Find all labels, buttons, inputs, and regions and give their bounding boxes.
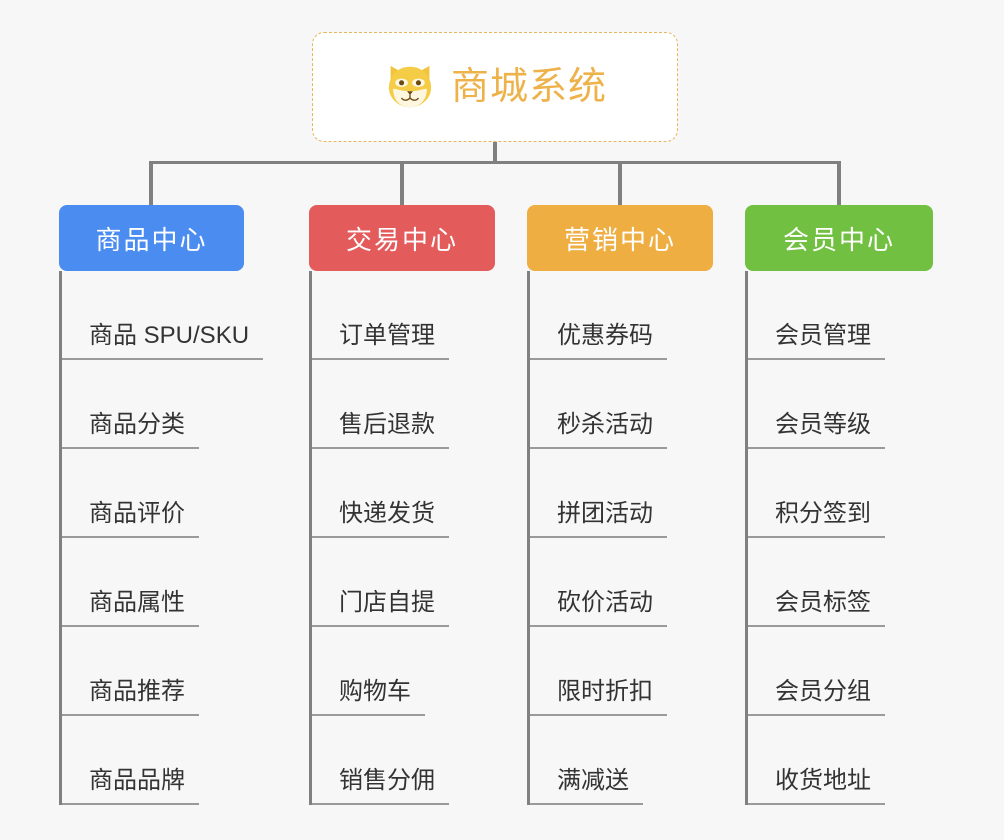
branch-header-1-label: 商品中心 (95, 224, 208, 255)
connector-drop-1 (149, 161, 153, 207)
list-item-label: 订单管理 (312, 324, 449, 360)
list-item-label: 限时折扣 (530, 680, 667, 716)
branch-items-2: 订单管理 售后退款 快递发货 门店自提 购物车 销售分佣 (309, 271, 517, 805)
branch-column-3: 营销中心 优惠券码 秒杀活动 拼团活动 砍价活动 限时折扣 满减送 (527, 205, 735, 805)
list-item[interactable]: 满减送 (530, 716, 735, 805)
list-item-label: 积分签到 (748, 502, 885, 538)
list-item[interactable]: 商品品牌 (62, 716, 289, 805)
list-item-label: 商品评价 (62, 502, 199, 538)
branch-items-4: 会员管理 会员等级 积分签到 会员标签 会员分组 收货地址 (745, 271, 953, 805)
root-title: 商城系统 (450, 66, 607, 108)
list-item-label: 砍价活动 (530, 591, 667, 627)
list-item-label: 收货地址 (748, 769, 885, 805)
list-item[interactable]: 砍价活动 (530, 538, 735, 627)
list-item[interactable]: 商品分类 (62, 360, 289, 449)
connector-root-stem (493, 142, 497, 164)
list-item-label: 会员分组 (748, 680, 885, 716)
list-item-label: 秒杀活动 (530, 413, 667, 449)
list-item[interactable]: 商品属性 (62, 538, 289, 627)
list-item[interactable]: 会员分组 (748, 627, 953, 716)
branch-column-4: 会员中心 会员管理 会员等级 积分签到 会员标签 会员分组 收货地址 (745, 205, 953, 805)
list-item-label: 商品品牌 (62, 769, 199, 805)
list-item-label: 商品推荐 (62, 680, 199, 716)
list-item[interactable]: 会员标签 (748, 538, 953, 627)
list-item-label: 会员等级 (748, 413, 885, 449)
list-item-label: 商品属性 (62, 591, 199, 627)
list-item[interactable]: 收货地址 (748, 716, 953, 805)
root-node[interactable]: 商城系统 (312, 32, 678, 142)
list-item-label: 售后退款 (312, 413, 449, 449)
list-item[interactable]: 商品评价 (62, 449, 289, 538)
branch-header-3-label: 营销中心 (563, 224, 676, 255)
list-item-label: 满减送 (530, 769, 643, 805)
list-item[interactable]: 优惠券码 (530, 271, 735, 360)
list-item-label: 购物车 (312, 680, 425, 716)
list-item[interactable]: 拼团活动 (530, 449, 735, 538)
list-item[interactable]: 快递发货 (312, 449, 517, 538)
branch-items-3: 优惠券码 秒杀活动 拼团活动 砍价活动 限时折扣 满减送 (527, 271, 735, 805)
branch-items-1: 商品 SPU/SKU 商品分类 商品评价 商品属性 商品推荐 商品品牌 (59, 271, 289, 805)
list-item[interactable]: 销售分佣 (312, 716, 517, 805)
branch-header-4[interactable]: 会员中心 (745, 205, 933, 271)
list-item-label: 商品分类 (62, 413, 199, 449)
branch-header-3[interactable]: 营销中心 (527, 205, 713, 271)
branch-header-4-label: 会员中心 (782, 224, 895, 255)
list-item-label: 优惠券码 (530, 324, 667, 360)
connector-drop-2 (400, 161, 404, 207)
connector-drop-4 (837, 161, 841, 207)
list-item[interactable]: 商品推荐 (62, 627, 289, 716)
list-item-label: 会员标签 (748, 591, 885, 627)
list-item[interactable]: 商品 SPU/SKU (62, 271, 289, 360)
shiba-dog-icon (383, 60, 437, 114)
branch-header-1[interactable]: 商品中心 (59, 205, 244, 271)
list-item[interactable]: 秒杀活动 (530, 360, 735, 449)
list-item-label: 销售分佣 (312, 769, 449, 805)
list-item[interactable]: 积分签到 (748, 449, 953, 538)
list-item[interactable]: 订单管理 (312, 271, 517, 360)
list-item[interactable]: 限时折扣 (530, 627, 735, 716)
list-item-label: 商品 SPU/SKU (62, 324, 264, 360)
connector-drop-3 (618, 161, 622, 207)
list-item-label: 会员管理 (748, 324, 885, 360)
list-item-label: 门店自提 (312, 591, 449, 627)
list-item[interactable]: 门店自提 (312, 538, 517, 627)
branch-column-1: 商品中心 商品 SPU/SKU 商品分类 商品评价 商品属性 商品推荐 商品品牌 (59, 205, 289, 805)
branch-header-2[interactable]: 交易中心 (309, 205, 495, 271)
list-item[interactable]: 购物车 (312, 627, 517, 716)
list-item-label: 拼团活动 (530, 502, 667, 538)
list-item[interactable]: 会员管理 (748, 271, 953, 360)
list-item-label: 快递发货 (312, 502, 449, 538)
list-item[interactable]: 会员等级 (748, 360, 953, 449)
list-item[interactable]: 售后退款 (312, 360, 517, 449)
branch-column-2: 交易中心 订单管理 售后退款 快递发货 门店自提 购物车 销售分佣 (309, 205, 517, 805)
branch-header-2-label: 交易中心 (345, 224, 458, 255)
connector-horizontal-bus (150, 161, 840, 164)
